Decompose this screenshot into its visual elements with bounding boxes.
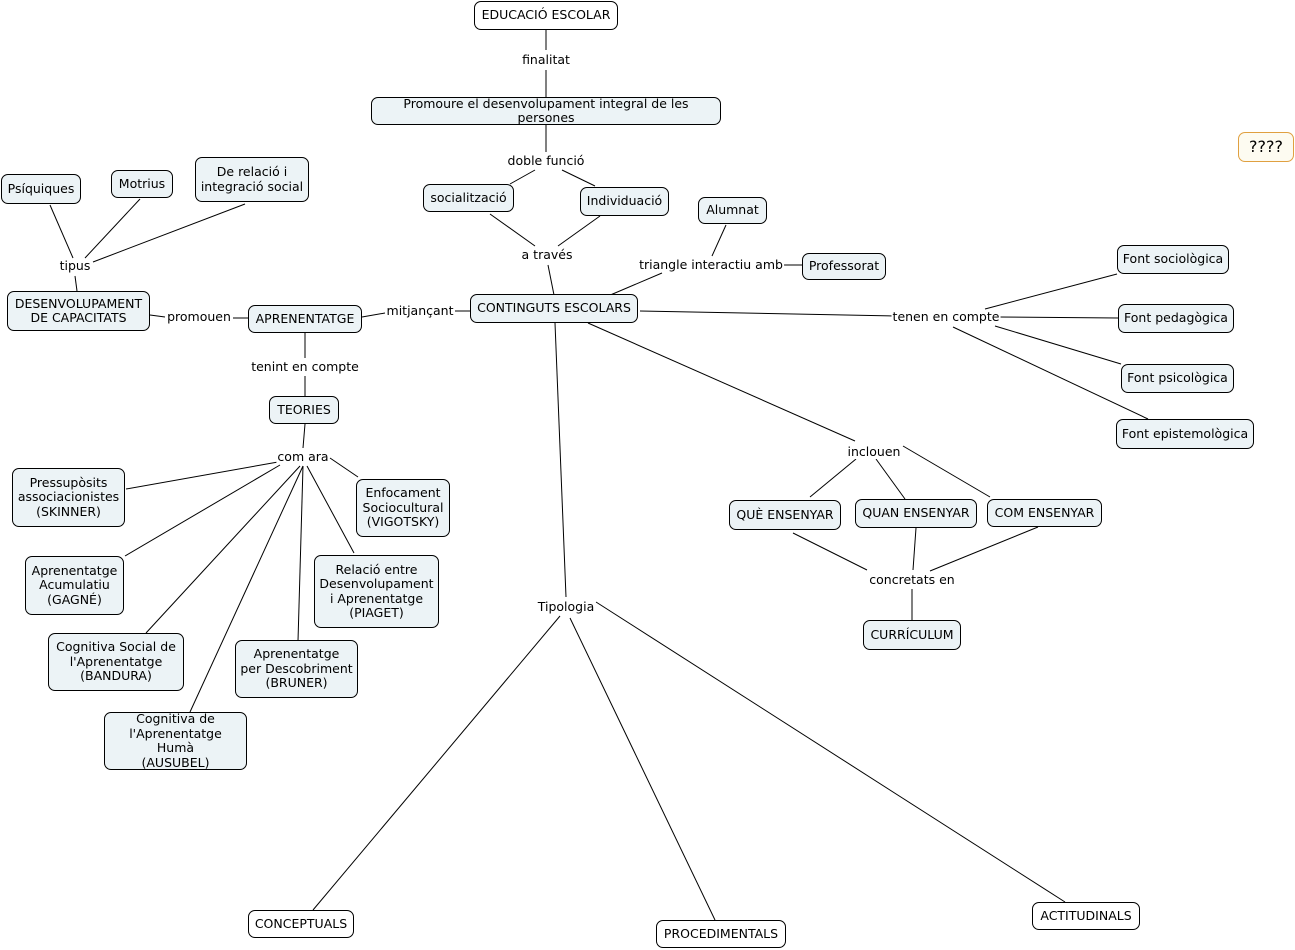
que-ensenyar-node[interactable]: QUÈ ENSENYAR: [729, 500, 841, 530]
educacio-escolar-node[interactable]: EDUCACIÓ ESCOLAR: [474, 1, 618, 30]
actitudinals-node[interactable]: ACTITUDINALS: [1032, 902, 1140, 930]
link: [297, 465, 304, 642]
continguts-escolars-node[interactable]: CONTINGUTS ESCOLARS: [470, 294, 638, 323]
link: [607, 272, 663, 297]
link: [984, 273, 1118, 310]
relacio-integracio-node[interactable]: De relació i integració social: [195, 157, 309, 202]
link: [125, 461, 279, 490]
phrase-doble-funcio: doble funció: [506, 153, 586, 168]
link: [302, 423, 306, 449]
socialitzacio-node[interactable]: socialització: [423, 184, 514, 212]
phrase-concretats-en: concretats en: [868, 572, 956, 587]
piaget-node[interactable]: Relació entre Desenvolupament i Aprenent…: [314, 555, 439, 628]
link: [557, 215, 601, 247]
aprenentatge-node[interactable]: APRENENTATGE: [248, 305, 362, 333]
link: [361, 312, 386, 318]
link: [902, 445, 991, 498]
phrase-com-ara: com ara: [276, 449, 330, 464]
link: [145, 465, 301, 634]
link: [74, 275, 78, 292]
phrase-tenen-en-compte: tenen en compte: [891, 309, 1001, 324]
font-pedagogica-node[interactable]: Font pedagògica: [1118, 304, 1234, 333]
link: [952, 326, 1149, 420]
link: [306, 465, 355, 554]
link: [997, 316, 1119, 319]
link: [124, 464, 281, 557]
link: [792, 532, 868, 571]
link: [84, 198, 141, 259]
link: [875, 458, 906, 500]
link: [489, 213, 536, 247]
phrase-tipus: tipus: [58, 258, 92, 273]
teories-node[interactable]: TEORIES: [269, 396, 339, 424]
link: [711, 224, 727, 257]
link: [561, 169, 596, 187]
gagne-node[interactable]: Aprenentatge Acumulatiu (GAGNÉ): [25, 556, 124, 615]
link: [92, 203, 246, 263]
link: [189, 465, 304, 713]
vigotsky-node[interactable]: Enfocament Sociocultural (VIGOTSKY): [356, 479, 450, 537]
desenvolupament-capacitats-node[interactable]: DESENVOLUPAMENT DE CAPACITATS: [7, 291, 150, 331]
conceptuals-node[interactable]: CONCEPTUALS: [248, 910, 354, 938]
font-psicologica-node[interactable]: Font psicològica: [1121, 364, 1234, 393]
link: [929, 526, 1039, 572]
link: [639, 310, 896, 317]
bruner-node[interactable]: Aprenentatge per Descobriment (BRUNER): [235, 640, 358, 698]
link: [554, 322, 567, 598]
professorat-node[interactable]: Professorat: [802, 253, 886, 280]
link: [547, 264, 555, 296]
link: [912, 527, 917, 571]
bandura-node[interactable]: Cognitiva Social de l'Aprenentatge (BAND…: [48, 633, 184, 691]
ausubel-node[interactable]: Cognitiva de l'Aprenentatge Humà (AUSUBE…: [104, 711, 247, 770]
phrase-a-traves: a través: [520, 247, 574, 262]
phrase-tenint-en-compte: tenint en compte: [250, 359, 360, 374]
link: [509, 169, 536, 185]
promoure-node[interactable]: Promoure el desenvolupament integral de …: [371, 96, 721, 125]
link: [329, 457, 359, 478]
phrase-inclouen: inclouen: [846, 444, 902, 459]
phrase-promouen: promouen: [166, 309, 232, 324]
quan-ensenyar-node[interactable]: QUAN ENSENYAR: [855, 499, 977, 528]
font-sociologica-node[interactable]: Font sociològica: [1117, 245, 1229, 274]
skinner-node[interactable]: Pressupòsits associacionistes (SKINNER): [12, 468, 125, 527]
phrase-tipologia: Tipologia: [536, 599, 596, 614]
link: [595, 601, 1066, 903]
unknown-concept-node[interactable]: ????: [1238, 132, 1294, 162]
link: [587, 322, 856, 442]
link: [149, 314, 166, 318]
motrius-node[interactable]: Motrius: [111, 170, 173, 198]
font-epistemologica-node[interactable]: Font epistemològica: [1116, 419, 1254, 449]
phrase-mitjancant: mitjançant: [385, 303, 455, 318]
link: [994, 325, 1122, 365]
phrase-finalitat: finalitat: [521, 52, 571, 67]
alumnat-node[interactable]: Alumnat: [698, 197, 767, 224]
individuacio-node[interactable]: Individuació: [580, 187, 669, 216]
curriculum-node[interactable]: CURRÍCULUM: [863, 620, 961, 650]
link: [569, 617, 716, 921]
psiquiques-node[interactable]: Psíquiques: [1, 174, 81, 204]
phrase-triangle-interactiu: triangle interactiu amb: [638, 257, 784, 272]
link: [312, 615, 561, 911]
com-ensenyar-node[interactable]: COM ENSENYAR: [987, 499, 1102, 527]
procedimentals-node[interactable]: PROCEDIMENTALS: [656, 920, 786, 948]
link: [49, 204, 74, 259]
link: [809, 458, 857, 498]
